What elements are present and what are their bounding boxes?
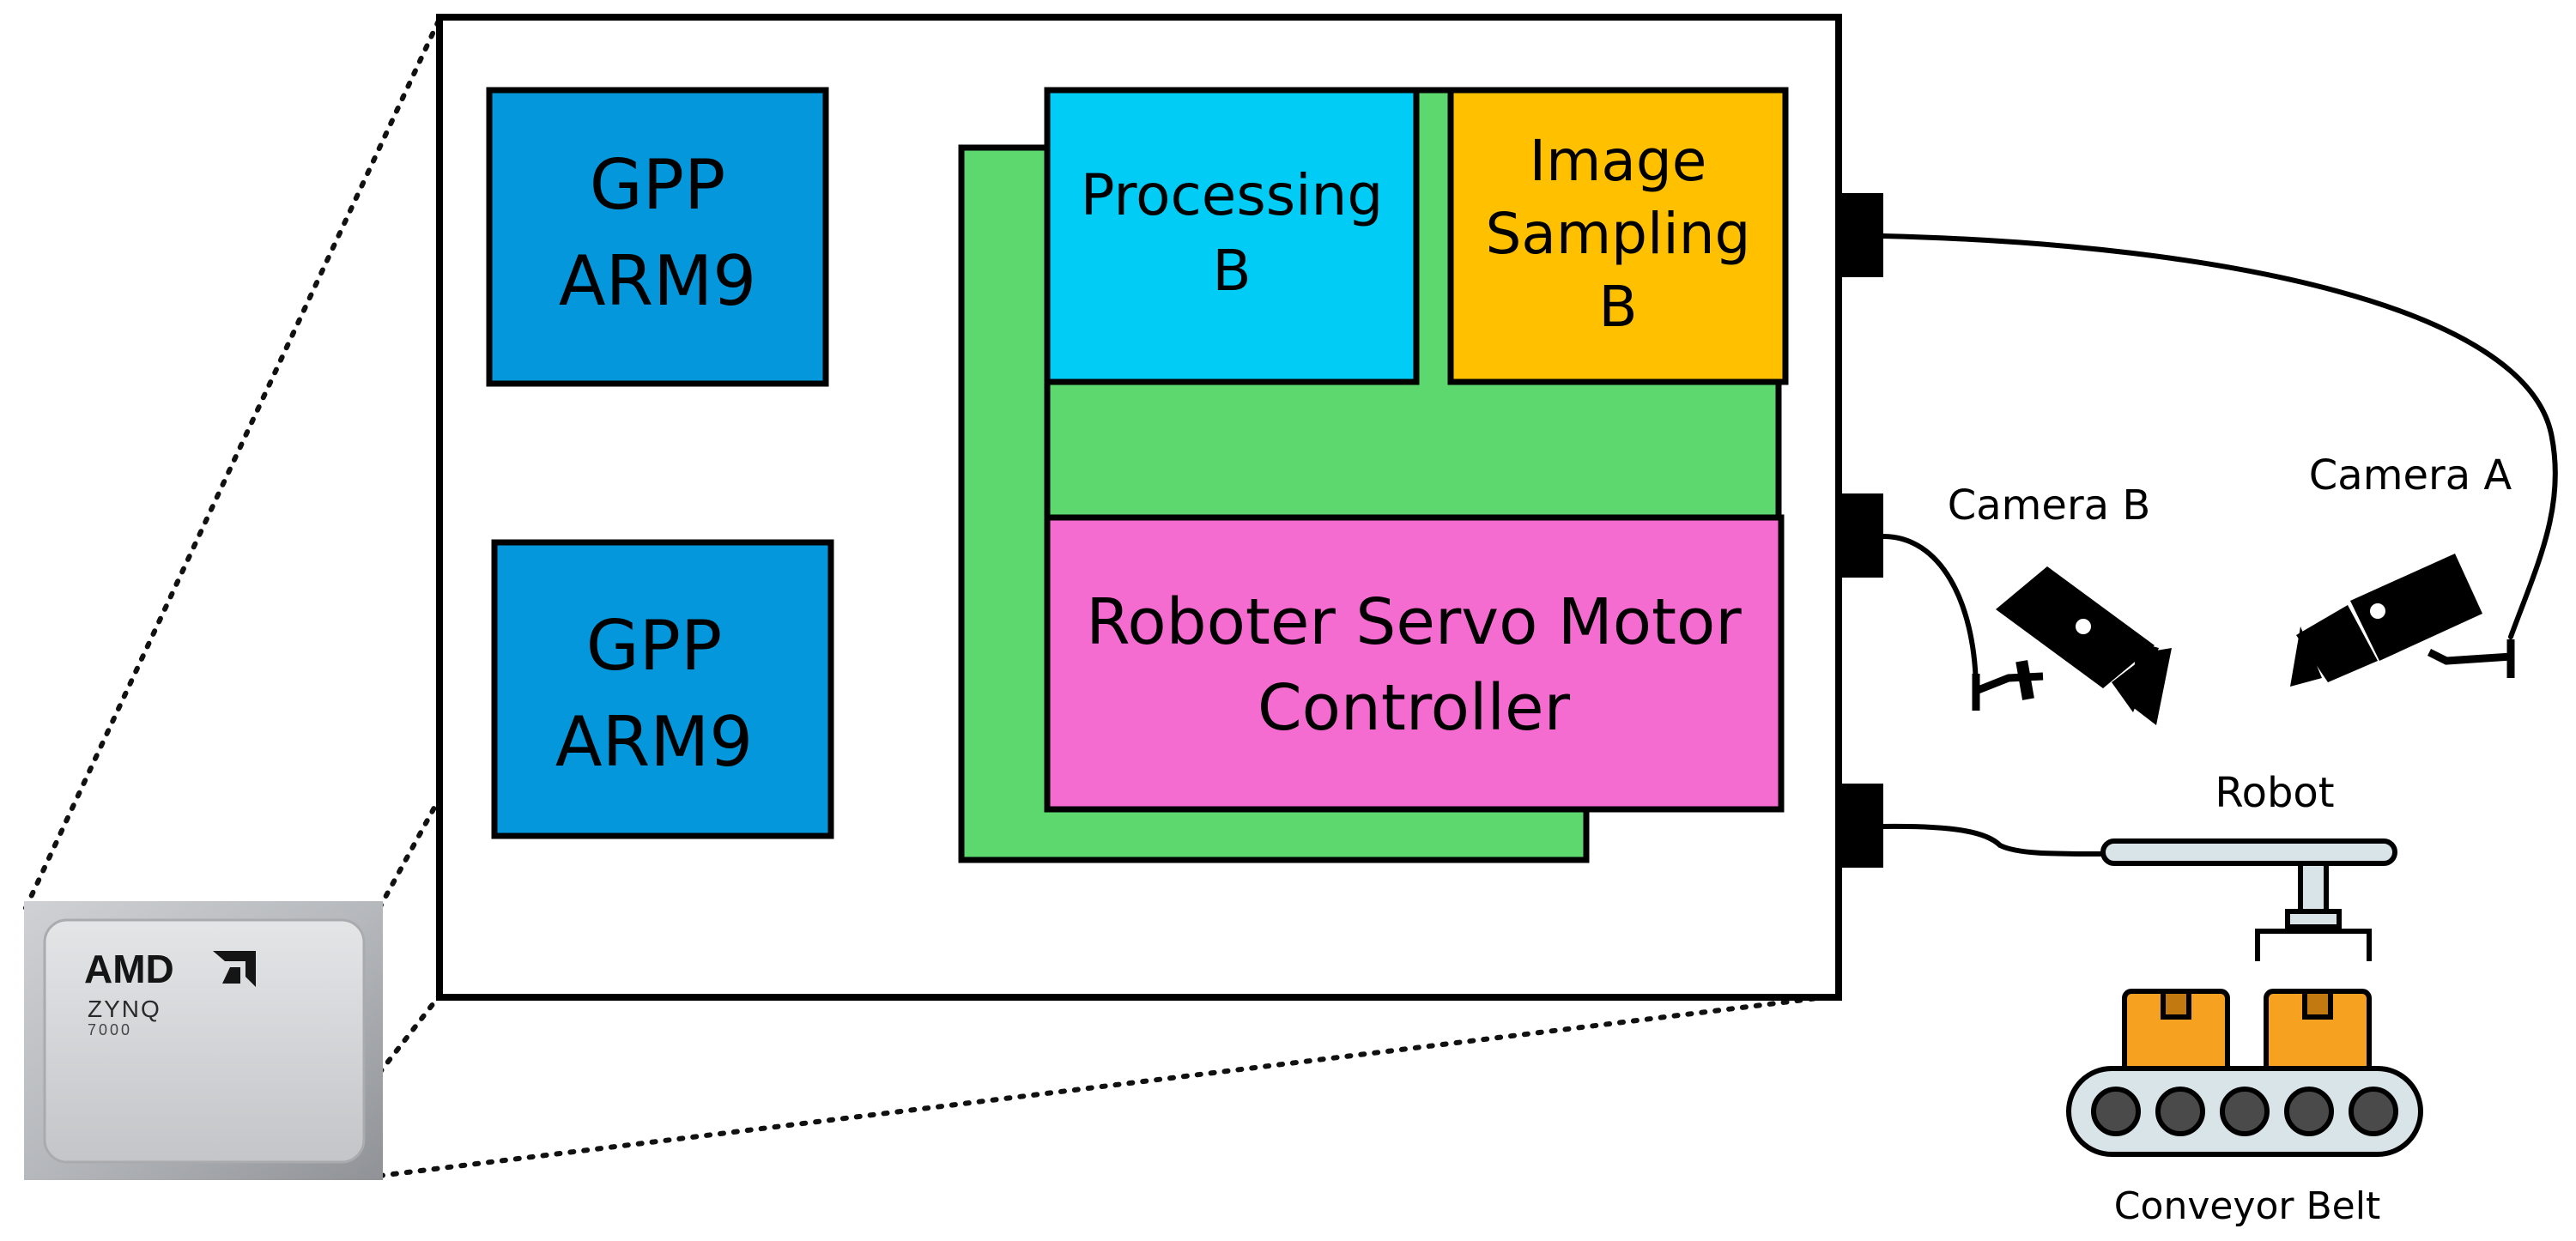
robot-icon: [2100, 838, 2397, 961]
chip-product: ZYNQ: [88, 996, 161, 1022]
image-sampling-line3: B: [1598, 274, 1637, 340]
camera-b-label: Camera B: [1948, 481, 2151, 530]
servo-line2: Controller: [1258, 671, 1571, 745]
camera-a-icon: [2290, 554, 2515, 687]
camera-b-icon: [1972, 566, 2172, 725]
zoom-lines: [23, 16, 1841, 1178]
conveyor-label: Conveyor Belt: [2114, 1184, 2380, 1228]
amd-arrow-icon: [213, 951, 256, 987]
connector-robot: [1839, 784, 1883, 868]
gpp-top-line2: ARM9: [559, 241, 756, 321]
cable-camera-a: [1881, 233, 2558, 639]
processing-line2: B: [1212, 238, 1251, 304]
io-connectors: [1839, 193, 1883, 868]
robot-label: Robot: [2215, 769, 2334, 817]
image-sampling-b-block: Image Sampling B: [1447, 87, 1789, 385]
cables: [1881, 233, 2558, 857]
gpp-bottom-line2: ARM9: [555, 702, 753, 782]
gpp-bottom-line1: GPP: [586, 606, 722, 686]
zynq-chip: AMD ZYNQ 7000: [24, 901, 383, 1180]
gpp-top-line1: GPP: [590, 145, 725, 225]
image-sampling-line1: Image: [1530, 128, 1707, 194]
chip-series: 7000: [88, 1021, 132, 1038]
servo-line1: Roboter Servo Motor: [1086, 585, 1742, 659]
connector-camera-a: [1839, 193, 1883, 277]
cable-camera-b: [1881, 534, 1979, 689]
gpp-arm9-bottom: GPP ARM9: [491, 539, 834, 839]
camera-a-label: Camera A: [2309, 451, 2512, 499]
processing-line1: Processing: [1081, 162, 1383, 228]
cable-robot: [1881, 823, 2106, 857]
chip-brand: AMD: [84, 947, 174, 991]
image-sampling-line2: Sampling: [1486, 201, 1751, 267]
processing-b-block: Processing B: [1044, 87, 1420, 385]
conveyor-icon: [2066, 989, 2423, 1157]
gpp-arm9-top: GPP ARM9: [486, 87, 829, 387]
connector-camera-b: [1839, 493, 1883, 578]
servo-controller-block: Roboter Servo Motor Controller: [1044, 514, 1785, 813]
